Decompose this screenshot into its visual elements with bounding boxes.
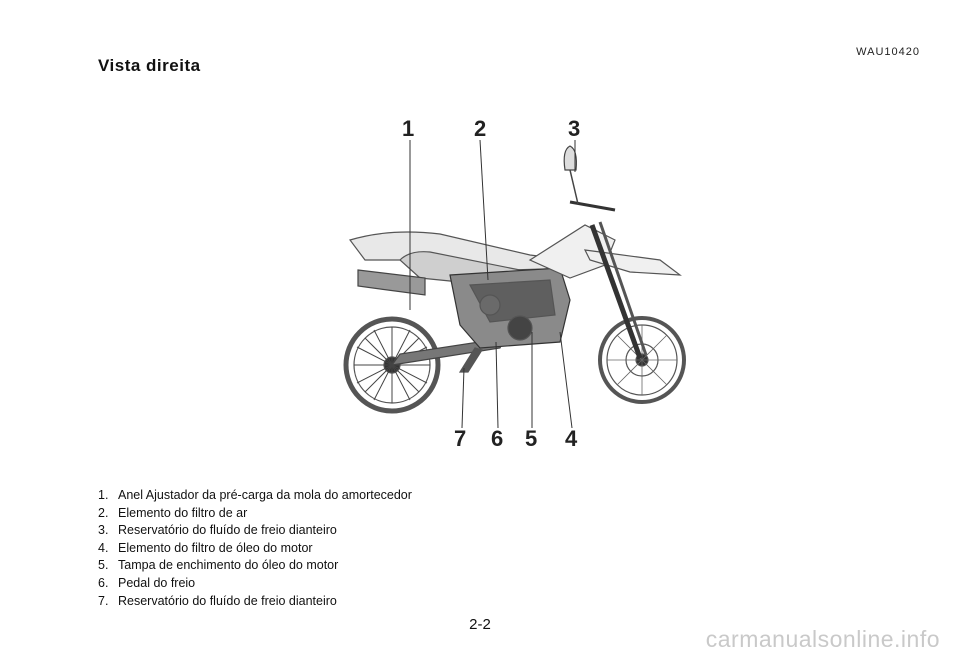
motorcycle-figure: 1 2 3 4 5 6 7 — [330, 110, 700, 450]
list-item-text: Pedal do freio — [118, 575, 196, 590]
list-item: 2. Elemento do filtro de ar — [98, 505, 412, 523]
list-item-text: Reservatório do fluído de freio dianteir… — [118, 523, 337, 538]
list-item-number: 3. — [98, 523, 109, 538]
callout-4: 4 — [565, 426, 578, 450]
callout-6: 6 — [491, 426, 503, 450]
list-item-text: Tampa de enchimento do óleo do motor — [118, 558, 339, 573]
list-item-number: 5. — [98, 558, 109, 573]
list-item-number: 6. — [98, 575, 109, 590]
list-item-number: 7. — [98, 593, 109, 608]
callout-2: 2 — [474, 116, 486, 141]
page-title: Vista direita — [98, 56, 201, 75]
page-number: 2-2 — [469, 616, 491, 633]
list-item-number: 2. — [98, 505, 109, 520]
list-item: 6. Pedal do freio — [98, 575, 412, 593]
list-item-number: 1. — [98, 488, 109, 502]
list-item: 7. Reservatório do fluído de freio diante… — [98, 593, 412, 611]
motorcycle-illustration: 1 2 3 4 5 6 7 — [343, 116, 686, 450]
list-item-text: Reservatório do fluído de freio dianteir… — [118, 593, 337, 608]
list-item: 4. Elemento do filtro de óleo do motor — [98, 540, 412, 558]
watermark: carmanualsonline.info — [705, 626, 940, 652]
rear-wheel — [343, 316, 441, 414]
parts-legend: 1. Anel Ajustador da pré-carga da mola do… — [98, 487, 412, 610]
callout-3: 3 — [568, 116, 580, 141]
list-item: 3. Reservatório do fluído de freio diante… — [98, 522, 412, 540]
callout-7: 7 — [454, 426, 466, 450]
list-item-number: 4. — [98, 540, 109, 555]
list-item-text: Elemento do filtro de óleo do motor — [118, 540, 313, 555]
front-wheel — [598, 316, 686, 404]
list-item: 5. Tampa de enchimento do óleo do motor — [98, 557, 412, 575]
document-code: WAU10420 — [856, 46, 920, 58]
list-item: 1. Anel Ajustador da pré-carga da mola do… — [98, 487, 412, 505]
callout-1: 1 — [402, 116, 414, 141]
callout-5: 5 — [525, 426, 537, 450]
list-item-text: Anel Ajustador da pré-carga da mola do a… — [118, 488, 412, 502]
list-item-text: Elemento do filtro de ar — [118, 505, 248, 520]
